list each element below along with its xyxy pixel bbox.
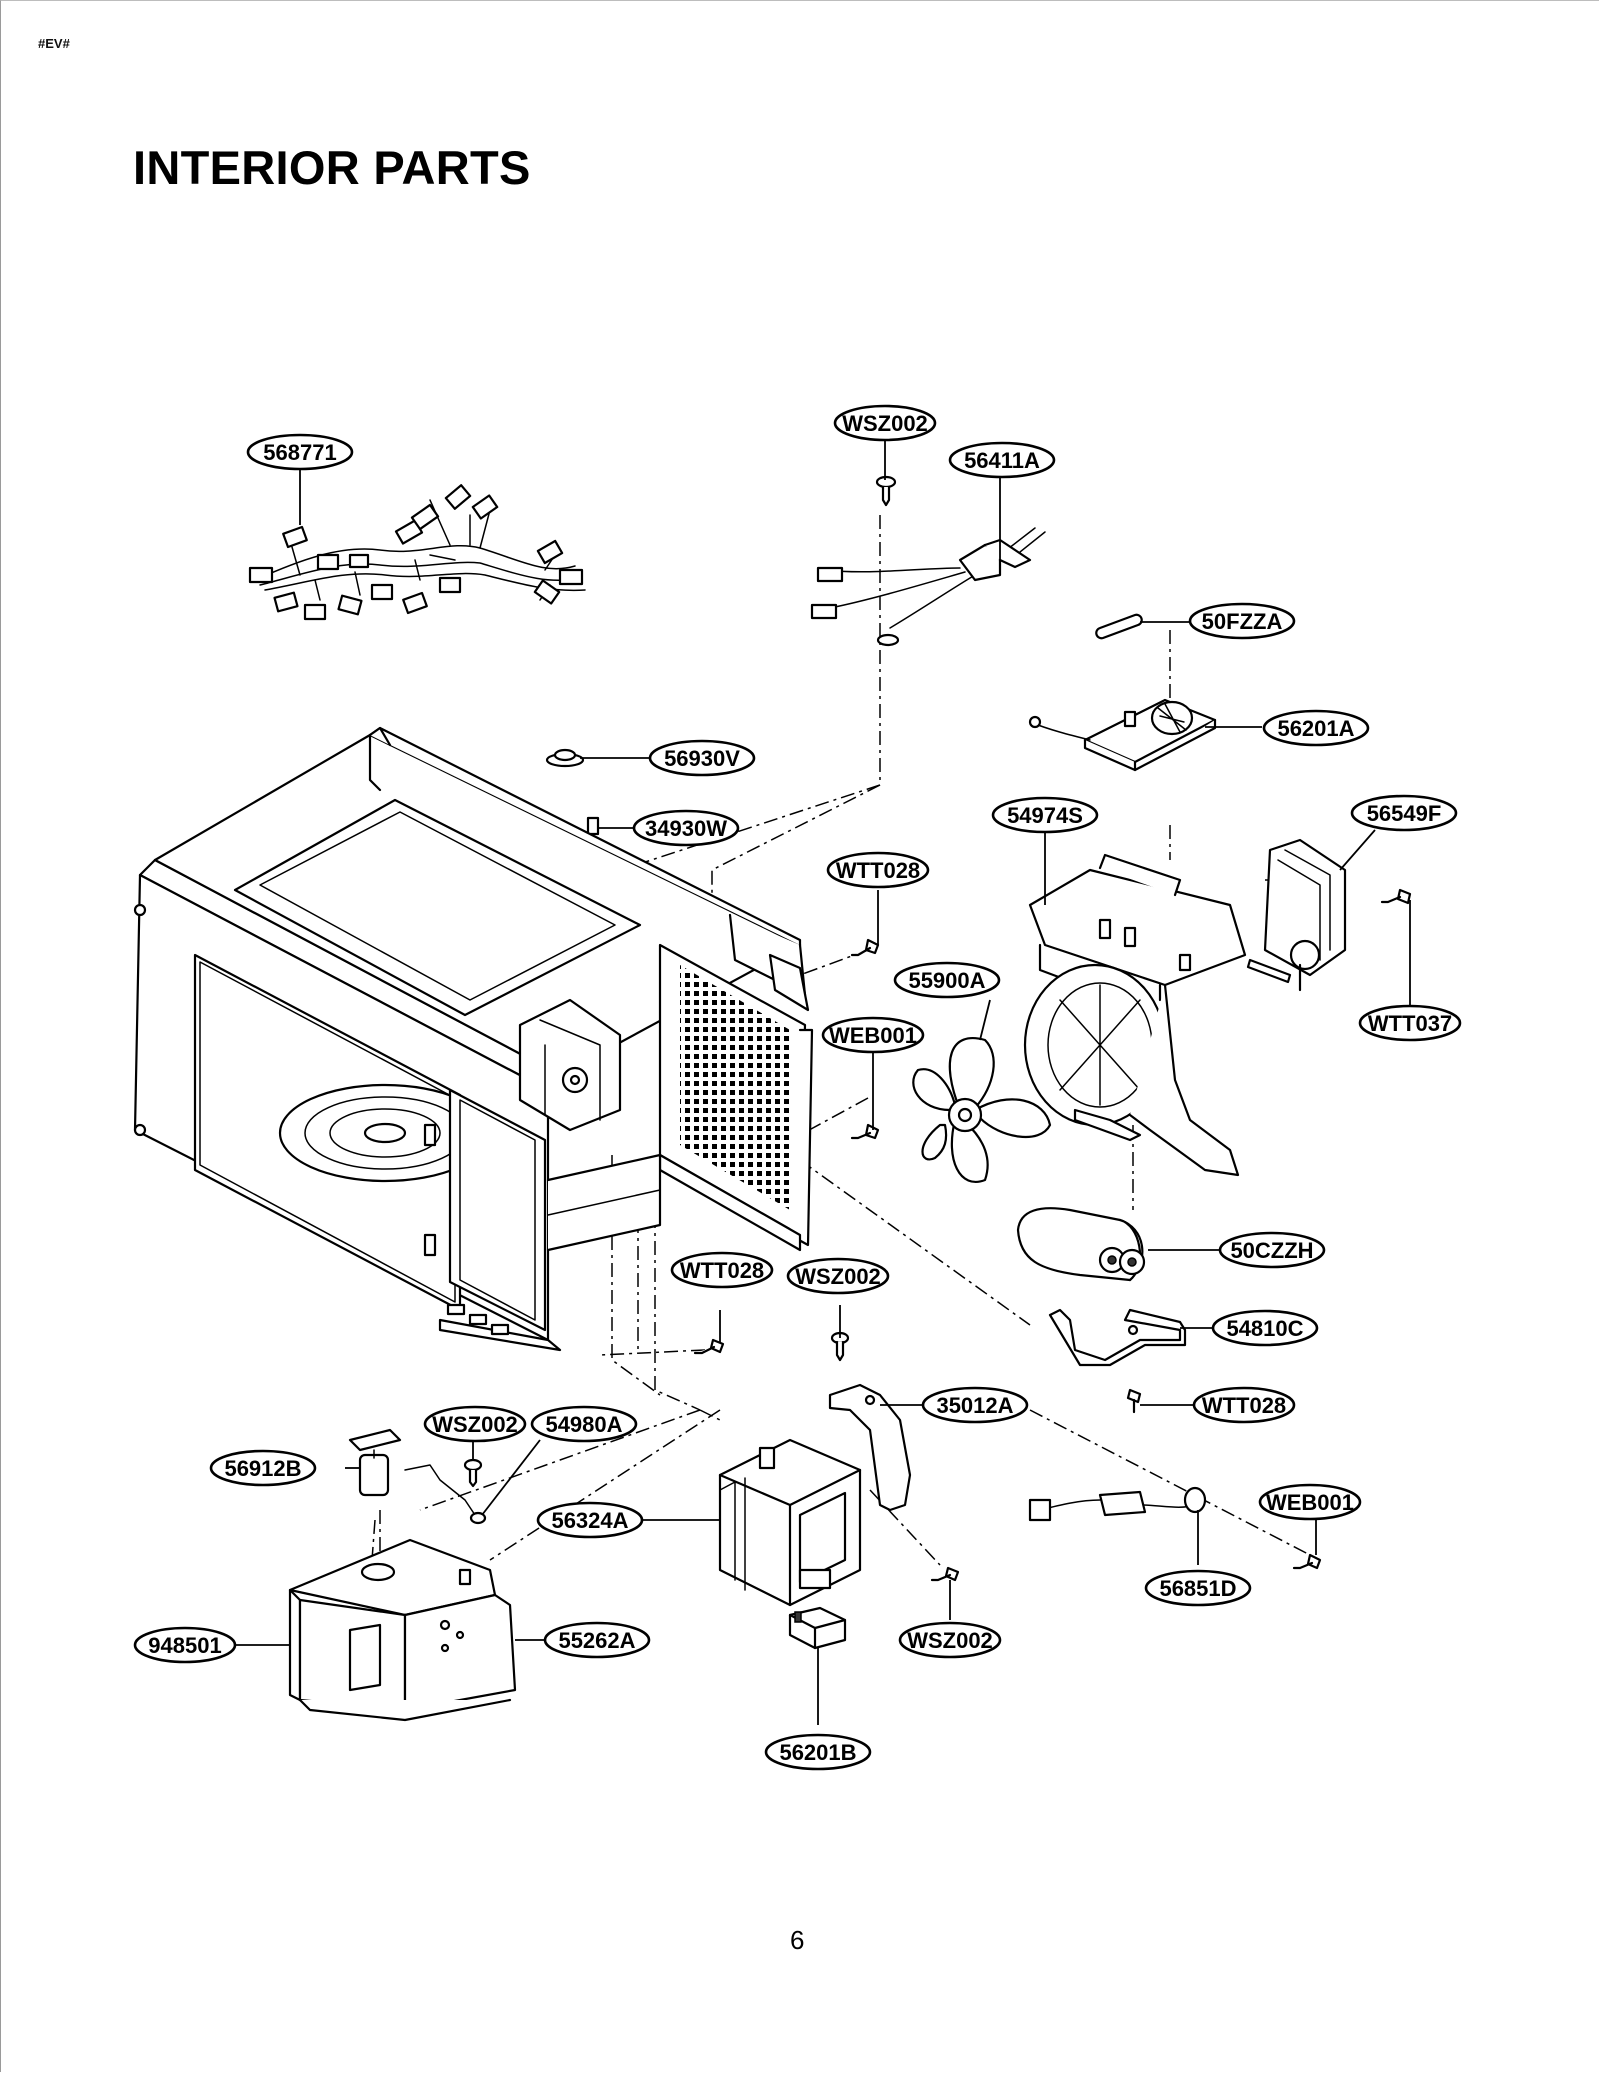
svg-text:34930W: 34930W (645, 816, 727, 841)
svg-text:56324A: 56324A (551, 1508, 628, 1533)
svg-text:WSZ002: WSZ002 (795, 1264, 881, 1289)
svg-text:WTT028: WTT028 (1202, 1393, 1286, 1418)
corner-tag: #EV# (38, 36, 70, 51)
svg-text:55900A: 55900A (908, 968, 985, 993)
label-56201b: 56201B (764, 1733, 872, 1771)
fan-motor-56549f (1246, 838, 1347, 992)
label-948501: 948501 (133, 1626, 237, 1664)
thermostat-56930v (545, 748, 585, 768)
bracket-54810c (1048, 1308, 1187, 1367)
switch-34930w (586, 816, 600, 836)
screw-wtt028-upper (850, 938, 880, 957)
page-number: 6 (790, 1925, 805, 1955)
svg-text:50CZZH: 50CZZH (1230, 1238, 1313, 1263)
svg-text:56851D: 56851D (1159, 1576, 1236, 1601)
fuse-50fzza (1095, 613, 1143, 640)
svg-text:WEB001: WEB001 (1266, 1490, 1354, 1515)
label-54974s: 54974S (991, 796, 1099, 834)
label-55262a: 55262A (543, 1621, 651, 1659)
motor-base-948501 (288, 1538, 517, 1722)
svg-text:56201B: 56201B (779, 1740, 856, 1765)
svg-text:55262A: 55262A (558, 1628, 635, 1653)
screw-wtt028-left (693, 1338, 725, 1355)
svg-text:56411A: 56411A (964, 448, 1040, 473)
svg-text:50FZZA: 50FZZA (1202, 609, 1283, 634)
label-50czzh: 50CZZH (1218, 1231, 1326, 1269)
label-50fzza: 50FZZA (1188, 602, 1296, 640)
label-54980a: 54980A (530, 1405, 638, 1443)
label-56411a: 56411A (948, 441, 1056, 479)
label-wsz002-mid: WSZ002 (786, 1257, 890, 1295)
svg-text:54810C: 54810C (1226, 1316, 1303, 1341)
magnetron-56324a (718, 1438, 862, 1607)
thermal-fuse-56201b (788, 1606, 847, 1650)
screw-web001-lower (1292, 1553, 1322, 1570)
svg-text:WTT028: WTT028 (680, 1258, 764, 1283)
screw-web001-upper (850, 1123, 880, 1140)
screw-wsz002-left (463, 1458, 483, 1488)
svg-text:WSZ002: WSZ002 (842, 411, 928, 436)
label-wtt028-upper: WTT028 (826, 851, 930, 889)
svg-text:56930V: 56930V (664, 746, 740, 771)
svg-text:WTT028: WTT028 (836, 858, 920, 883)
label-54810c: 54810C (1211, 1309, 1319, 1347)
label-wsz002-bottom: WSZ002 (898, 1621, 1002, 1659)
svg-text:54980A: 54980A (545, 1412, 622, 1437)
svg-text:56549F: 56549F (1367, 801, 1442, 826)
label-34930w: 34930W (632, 809, 740, 847)
noise-filter-56201a (1028, 698, 1217, 772)
screw-wsz002-mid (830, 1331, 850, 1362)
screw-wsz002-bottom (930, 1566, 960, 1582)
oven-cavity (133, 726, 814, 1352)
svg-text:54974S: 54974S (1007, 803, 1083, 828)
label-web001-upper: WEB001 (821, 1016, 925, 1054)
label-56549f: 56549F (1350, 794, 1458, 832)
label-web001-lower: WEB001 (1258, 1483, 1362, 1521)
lamp-56912b (348, 1428, 402, 1497)
svg-text:WEB001: WEB001 (829, 1023, 917, 1048)
fan-bracket-54974s (1023, 853, 1247, 1177)
page-title: INTERIOR PARTS (133, 141, 531, 194)
svg-text:WSZ002: WSZ002 (432, 1412, 518, 1437)
label-wsz002-top: WSZ002 (833, 404, 937, 442)
label-35012a: 35012A (921, 1386, 1029, 1424)
hv-diode-56851d (1028, 1486, 1207, 1522)
svg-text:56912B: 56912B (224, 1456, 301, 1481)
svg-text:948501: 948501 (148, 1633, 221, 1658)
power-cord-56411a (810, 527, 1046, 647)
label-wtt037: WTT037 (1358, 1004, 1462, 1042)
label-56912b: 56912B (209, 1449, 317, 1487)
svg-text:56201A: 56201A (1277, 716, 1354, 741)
label-55900a: 55900A (893, 961, 1001, 999)
label-56930v: 56930V (648, 739, 756, 777)
svg-text:35012A: 35012A (936, 1393, 1013, 1418)
svg-text:568771: 568771 (263, 440, 336, 465)
wire-harness-568771 (248, 484, 586, 621)
bracket-35012a (828, 1383, 912, 1512)
screw-wsz002-top (875, 475, 897, 507)
spring-54980a (404, 1464, 487, 1525)
leader-lines (235, 440, 1411, 1725)
screw-wtt028-right (1126, 1388, 1142, 1414)
label-568771: 568771 (246, 433, 354, 471)
label-wtt028-right: WTT028 (1192, 1386, 1296, 1424)
label-56324a: 56324A (536, 1501, 644, 1539)
capacitor-50czzh (1016, 1207, 1146, 1282)
label-wsz002-left: WSZ002 (423, 1405, 527, 1443)
svg-text:WSZ002: WSZ002 (907, 1628, 993, 1653)
fan-blade-55900a (912, 1037, 1052, 1183)
svg-text:WTT037: WTT037 (1368, 1011, 1452, 1036)
label-wtt028-left: WTT028 (670, 1251, 774, 1289)
label-56201a: 56201A (1262, 709, 1370, 747)
label-56851d: 56851D (1144, 1569, 1252, 1607)
screw-wtt037 (1380, 888, 1412, 905)
